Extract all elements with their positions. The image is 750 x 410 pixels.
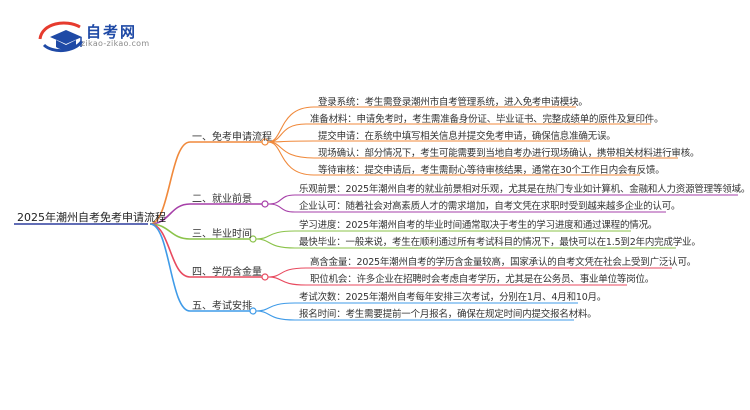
connector-branch-leaf-2-2 bbox=[267, 203, 296, 213]
connector-branch-leaf-4-2 bbox=[267, 276, 307, 286]
logo-icon bbox=[36, 17, 96, 59]
leaf-2-2: 企业认可：随着社会对高素质人才的需求增加，自考文凭在求职时受到越来越多企业的认可… bbox=[299, 201, 681, 212]
connector-branch-leaf-5-1 bbox=[255, 302, 296, 312]
leaf-1-4: 现场确认：部分情况下，考生可能需要到当地自考办进行现场确认，携带相关材料进行审核… bbox=[318, 148, 700, 159]
connector-root-branch-2 bbox=[149, 203, 191, 225]
leaf-1-2: 准备材料：申请免考时，考生需准备身份证、毕业证书、完整成绩单的原件及复印件。 bbox=[310, 114, 664, 125]
connector-branch-leaf-1-2 bbox=[267, 123, 307, 143]
branch-topic-3: 三、毕业时间 bbox=[192, 229, 252, 240]
leaf-4-1: 高含金量：2025年潮州自考的学历含金量较高，国家承认的自考文凭在社会上受到广泛… bbox=[310, 257, 697, 268]
connector-root-branch-5 bbox=[149, 223, 191, 312]
connector-branch-leaf-3-2 bbox=[255, 238, 296, 249]
brand-name: 自考网 bbox=[86, 23, 138, 41]
branch-node-4 bbox=[261, 273, 269, 281]
leaf-1-1: 登录系统：考生需登录潮州市自考管理系统，进入免考申请模块。 bbox=[318, 97, 588, 108]
connector-branch-leaf-5-2 bbox=[255, 310, 296, 321]
branch-node-2 bbox=[261, 200, 269, 208]
leaf-2-1: 乐观前景：2025年潮州自考的就业前景相对乐观，尤其是在热门专业如计算机、金融和… bbox=[299, 184, 750, 195]
connector-root-branch-1 bbox=[149, 141, 191, 225]
branch-topic-2: 二、就业前景 bbox=[192, 194, 252, 205]
leaf-5-2: 报名时间：考生需要提前一个月报名，确保在规定时间内提交报名材料。 bbox=[299, 309, 597, 320]
connector-branch-leaf-4-1 bbox=[267, 267, 307, 278]
leaf-1-3: 提交申请：在系统中填写相关信息并提交免考申请，确保信息准确无误。 bbox=[318, 131, 616, 142]
connector-branch-leaf-1-3 bbox=[267, 140, 315, 143]
branch-topic-4: 四、学历含金量 bbox=[192, 267, 262, 278]
leaf-1-5: 等待审核：提交申请后，考生需耐心等待审核结果，通常在30个工作日内会有反馈。 bbox=[318, 165, 665, 176]
leaf-4-2: 职位机会：许多企业在招聘时会考虑自考学历，尤其是在公务员、事业单位等岗位。 bbox=[310, 274, 655, 285]
connector-branch-leaf-3-1 bbox=[255, 230, 296, 240]
leaf-3-1: 学习进度：2025年潮州自考的毕业时间通常取决于考生的学习进度和通过课程的情况。 bbox=[299, 220, 658, 231]
root-topic: 2025年潮州自考免考申请流程 bbox=[17, 211, 166, 224]
brand-url: zikao-zikao.com bbox=[81, 39, 150, 48]
connector-branch-leaf-1-5 bbox=[267, 141, 315, 176]
leaf-3-2: 最快毕业：一般来说，考生在顺利通过所有考试科目的情况下，最快可以在1.5到2年内… bbox=[299, 237, 701, 248]
branch-topic-5: 五、考试安排 bbox=[192, 301, 252, 312]
connector-branch-leaf-2-1 bbox=[267, 194, 296, 205]
branch-topic-1: 一、免考申请流程 bbox=[192, 132, 272, 143]
leaf-5-1: 考试次数：2025年潮州自考每年安排三次考试，分别在1月、4月和10月。 bbox=[299, 292, 607, 303]
